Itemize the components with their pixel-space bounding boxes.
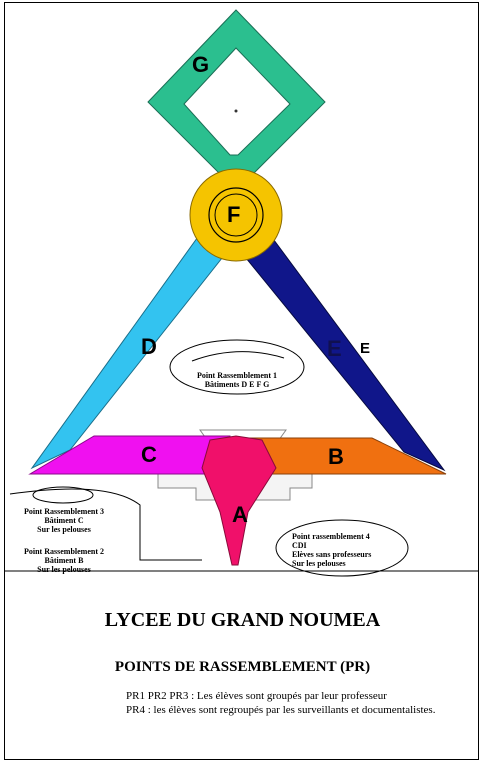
pr1-outline (169, 339, 305, 395)
building-g-center-dot (234, 109, 238, 113)
pr2-line2: Bâtiment B (44, 556, 84, 565)
pr4-line3: Elèves sans professeurs (292, 550, 372, 559)
note-line-1: PR1 PR2 PR3 : Les élèves sont groupés pa… (126, 690, 387, 702)
pr4-outline (275, 519, 409, 577)
building-a-label: A (232, 502, 248, 527)
pr3-label: Point Rassemblement 3 Bâtiment C Sur les… (16, 507, 112, 534)
pr1-line1: Point Rassemblement 1 (197, 371, 277, 380)
building-f-ring-outer (208, 187, 264, 243)
pr4-label: Point rassemblement 4 CDI Elèves sans pr… (292, 532, 371, 568)
pr1-label: Point Rassemblement 1 Bâtiments D E F G (183, 371, 291, 389)
section-subtitle: POINTS DE RASSEMBLEMENT (PR) (114, 659, 371, 675)
note-line-2: PR4 : les élèves sont regroupés par les … (126, 704, 436, 716)
pr4-line4: Sur les pelouses (292, 559, 346, 568)
pr2-line3: Sur les pelouses (37, 565, 91, 574)
pr2-outline (9, 488, 202, 561)
pr1-line2: Bâtiments D E F G (204, 380, 270, 389)
building-d[interactable] (30, 233, 223, 470)
building-g-label: G (192, 52, 210, 77)
building-c-label: C (141, 442, 157, 467)
pr2-line1: Point Rassemblement 2 (24, 547, 104, 556)
building-f[interactable] (189, 168, 283, 262)
pr3-marker (32, 486, 94, 504)
school-title: LYCEE DU GRAND NOUMEA (104, 609, 381, 631)
pr4-line2: CDI (292, 541, 307, 550)
pr2-label: Point Rassemblement 2 Bâtiment B Sur les… (16, 547, 112, 574)
pr4-line1: Point rassemblement 4 (292, 532, 370, 541)
building-a[interactable] (201, 435, 277, 566)
pr3-line1: Point Rassemblement 3 (24, 507, 104, 516)
page-frame (4, 2, 479, 760)
building-e-inner-label: E (327, 336, 342, 361)
building-d-label: D (141, 334, 157, 359)
building-b-label: B (328, 444, 344, 469)
pr3-line2: Bâtiment C (44, 516, 84, 525)
pr3-line3: Sur les pelouses (37, 525, 91, 534)
building-e-outer-label: E (360, 340, 371, 357)
building-f-ring-inner (214, 193, 258, 237)
building-f-label: F (227, 202, 241, 227)
pr1-arc (191, 351, 285, 362)
building-g[interactable] (147, 9, 326, 183)
